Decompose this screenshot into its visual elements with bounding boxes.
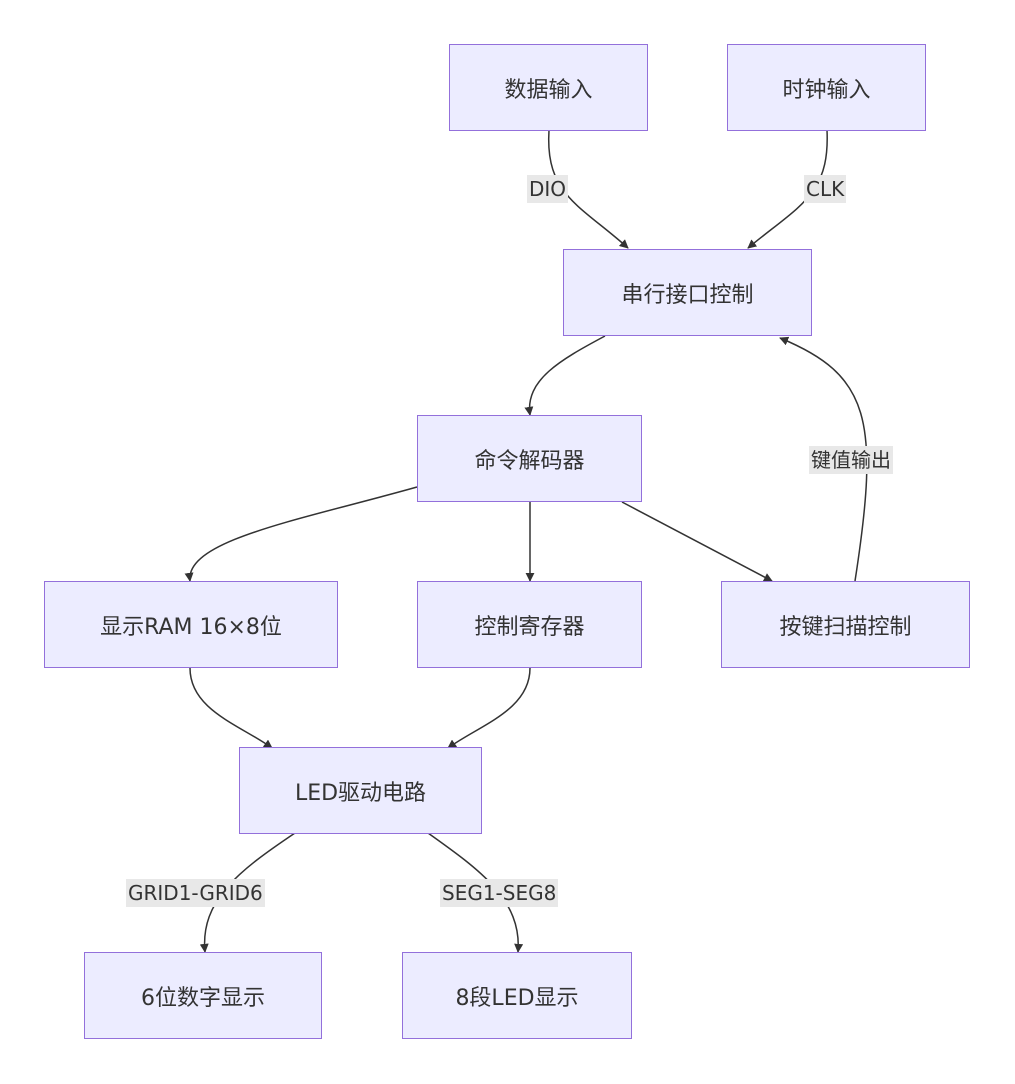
node-key-scan-control: 按键扫描控制 bbox=[721, 581, 970, 668]
node-led-driver: LED驱动电路 bbox=[239, 747, 482, 834]
node-serial-interface-control-label: 串行接口控制 bbox=[621, 282, 754, 308]
node-data-input-label: 数据输入 bbox=[504, 77, 593, 103]
edge-ram-to-driver bbox=[189, 667, 273, 749]
node-led-driver-label: LED驱动电路 bbox=[294, 780, 427, 806]
node-serial-interface-control: 串行接口控制 bbox=[563, 249, 812, 336]
edge-keyscan-to-serial bbox=[779, 336, 868, 582]
edge-decoder-to-ram bbox=[184, 486, 418, 582]
edge-label-grid: GRID1-GRID6 bbox=[126, 879, 265, 907]
edge-label-clk: CLK bbox=[804, 175, 847, 203]
node-segment-display-label: 8段LED显示 bbox=[455, 985, 579, 1011]
node-command-decoder: 命令解码器 bbox=[417, 415, 642, 502]
edge-data-to-serial bbox=[548, 129, 629, 249]
edge-label-dio: DIO bbox=[527, 175, 569, 203]
node-display-ram: 显示RAM 16×8位 bbox=[44, 581, 338, 668]
node-command-decoder-label: 命令解码器 bbox=[474, 448, 585, 474]
node-display-ram-label: 显示RAM 16×8位 bbox=[100, 614, 282, 640]
node-clock-input: 时钟输入 bbox=[727, 44, 926, 131]
node-digit-display-label: 6位数字显示 bbox=[141, 985, 265, 1011]
edge-label-seg: SEG1-SEG8 bbox=[440, 879, 559, 907]
node-data-input: 数据输入 bbox=[449, 44, 648, 131]
edge-serial-to-decoder bbox=[524, 335, 606, 416]
edge-ctrlreg-to-driver bbox=[447, 667, 531, 749]
edge-decoder-to-keyscan bbox=[621, 501, 773, 582]
node-control-register: 控制寄存器 bbox=[417, 581, 642, 668]
node-digit-display: 6位数字显示 bbox=[84, 952, 322, 1039]
edge-label-key-output: 键值输出 bbox=[809, 446, 893, 474]
node-control-register-label: 控制寄存器 bbox=[474, 614, 585, 640]
node-key-scan-control-label: 按键扫描控制 bbox=[779, 614, 912, 640]
node-segment-display: 8段LED显示 bbox=[402, 952, 632, 1039]
node-clock-input-label: 时钟输入 bbox=[782, 77, 871, 103]
